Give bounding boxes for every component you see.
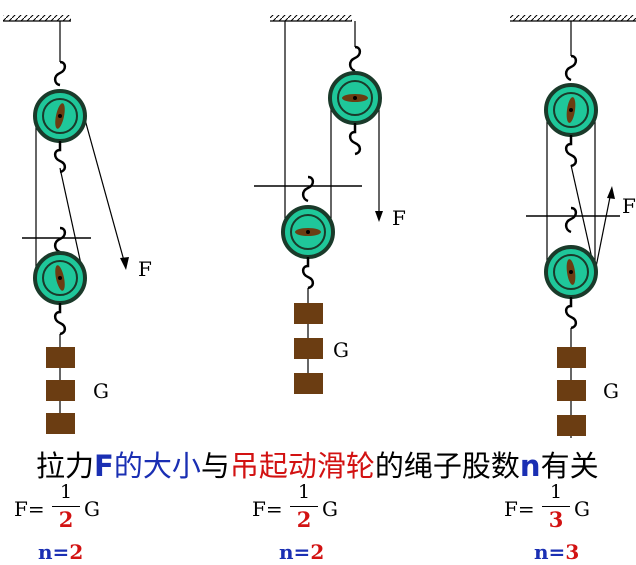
pulley-system-1: F G bbox=[3, 15, 152, 434]
caption-part-7: 的绳子股数 bbox=[374, 449, 520, 483]
weight-1b bbox=[46, 380, 75, 401]
hook-mid-3 bbox=[564, 135, 578, 168]
force-label-2: F bbox=[392, 206, 406, 230]
ceiling-3 bbox=[510, 15, 636, 21]
arrow-3 bbox=[607, 186, 615, 199]
formula-3-numerator: 1 bbox=[549, 481, 563, 503]
hook-top-2 bbox=[348, 45, 362, 73]
formula-3-denominator: 3 bbox=[548, 507, 564, 532]
formula-1-fraction-bar bbox=[52, 506, 80, 507]
rope-1-pull bbox=[83, 115, 127, 269]
formula-2-rhs: G bbox=[322, 497, 338, 521]
caption-part-5: 吊起 bbox=[229, 449, 288, 483]
hook-top-3 bbox=[564, 54, 578, 82]
weight-2b bbox=[294, 338, 323, 359]
force-label-3: F bbox=[622, 194, 636, 218]
caption-part-4: 与 bbox=[200, 449, 230, 483]
caption-part-6: 动滑轮 bbox=[287, 449, 375, 483]
movable-pulley-2 bbox=[281, 205, 335, 259]
weight-label-2: G bbox=[333, 338, 349, 362]
n-label-3-value: 3 bbox=[565, 540, 580, 564]
formula-1-numerator: 1 bbox=[59, 481, 73, 503]
ceiling-2 bbox=[270, 15, 352, 21]
hook-bottom-1 bbox=[53, 303, 67, 336]
weight-label-3: G bbox=[603, 379, 619, 403]
hook-beam-1 bbox=[53, 226, 67, 254]
hook-beam-2 bbox=[301, 175, 315, 203]
formula-2-fraction-bar bbox=[290, 506, 318, 507]
formula-3-rhs: G bbox=[574, 497, 590, 521]
movable-pulley-3 bbox=[544, 245, 598, 299]
caption-part-1: 拉力 bbox=[36, 449, 95, 483]
fixed-pulley-1 bbox=[33, 89, 87, 143]
n-label-2-value: 2 bbox=[310, 540, 325, 564]
n-label-1-value: 2 bbox=[69, 540, 84, 564]
n-label-2-prefix: n= bbox=[279, 540, 311, 564]
formula-3-fraction-bar bbox=[542, 506, 570, 507]
caption-part-3: 的大小 bbox=[113, 449, 201, 483]
arrow-1 bbox=[120, 257, 129, 270]
rope-3-pull bbox=[594, 191, 612, 273]
caption-n-symbol: n bbox=[519, 449, 541, 483]
formula-1-rhs: G bbox=[84, 497, 100, 521]
hook-beam-3 bbox=[564, 206, 578, 234]
fixed-pulley-2 bbox=[328, 71, 382, 125]
formula-2-numerator: 1 bbox=[297, 481, 311, 503]
arrow-2 bbox=[375, 211, 383, 222]
hook-bottom-3 bbox=[564, 297, 578, 330]
force-label-1: F bbox=[138, 257, 152, 281]
n-label-3-prefix: n= bbox=[534, 540, 566, 564]
hook-mid-1 bbox=[53, 141, 67, 174]
fixed-pulley-3 bbox=[544, 83, 598, 137]
caption-force-symbol: F bbox=[94, 449, 114, 483]
hook-mid-2 bbox=[348, 123, 362, 156]
rope-1b bbox=[59, 167, 85, 279]
weight-1c bbox=[46, 413, 75, 434]
weight-2c bbox=[294, 373, 323, 394]
caption-part-9: 有关 bbox=[540, 449, 599, 483]
hook-top-1 bbox=[53, 60, 67, 87]
weight-2a bbox=[294, 303, 323, 324]
caption-sentence: 拉力F的大小与吊起动滑轮的绳子股数n有关 bbox=[36, 443, 599, 485]
formula-1-denominator: 2 bbox=[58, 507, 74, 532]
weight-3a bbox=[557, 347, 586, 368]
formula-2-denominator: 2 bbox=[296, 507, 312, 532]
pulley-system-2: F G bbox=[254, 15, 406, 394]
weight-3c bbox=[557, 415, 586, 436]
formula-2-lhs: F= bbox=[252, 497, 283, 521]
weight-label-1: G bbox=[93, 379, 109, 403]
hook-bottom-2 bbox=[301, 257, 315, 290]
n-label-1: n=2 bbox=[38, 540, 83, 564]
formula-1-lhs: F= bbox=[14, 497, 45, 521]
weight-3b bbox=[557, 380, 586, 401]
formula-3-lhs: F= bbox=[504, 497, 535, 521]
weight-1a bbox=[46, 347, 75, 368]
ceiling-1 bbox=[3, 15, 71, 21]
pulley-system-3: F G bbox=[510, 15, 636, 438]
n-label-3: n=3 bbox=[534, 540, 579, 564]
movable-pulley-1 bbox=[33, 251, 87, 305]
n-label-2: n=2 bbox=[279, 540, 324, 564]
n-label-1-prefix: n= bbox=[38, 540, 70, 564]
